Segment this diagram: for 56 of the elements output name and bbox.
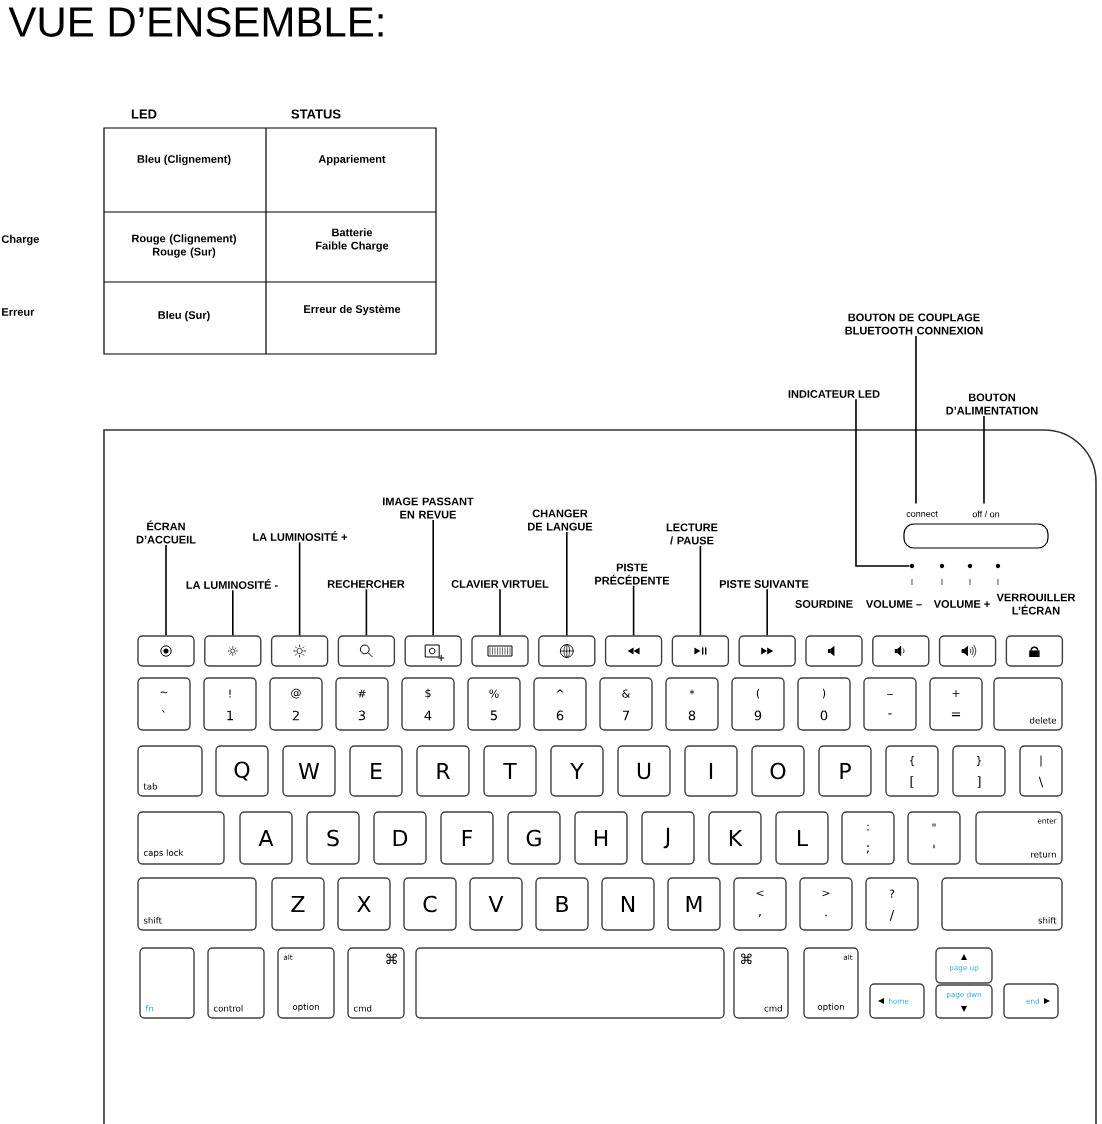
function-key <box>337 635 396 667</box>
leader-line <box>766 588 768 637</box>
function-key <box>604 635 663 667</box>
leader-line <box>983 415 985 505</box>
function-key <box>270 635 329 667</box>
key: K <box>708 811 762 865</box>
key: E <box>349 745 403 797</box>
function-key <box>738 635 796 667</box>
key: H <box>574 811 628 865</box>
key: G <box>507 811 561 865</box>
leader-line <box>165 544 167 637</box>
function-key <box>471 635 529 667</box>
leader-line <box>499 588 501 637</box>
key: W <box>282 745 336 797</box>
key: Z <box>271 877 325 931</box>
key: D <box>373 811 427 865</box>
leader-line <box>298 541 301 637</box>
function-key <box>538 635 596 667</box>
key: F <box>440 811 494 865</box>
key: B <box>535 877 589 931</box>
leader-line <box>232 589 234 637</box>
key: X <box>337 877 391 931</box>
leader-line <box>855 398 911 567</box>
key: A <box>239 811 293 865</box>
function-key <box>938 635 997 667</box>
led-light <box>909 563 915 569</box>
function-key <box>1005 635 1064 667</box>
leader-line <box>432 519 434 637</box>
key: I <box>684 745 738 797</box>
key: P <box>818 745 872 797</box>
key: Q <box>215 745 269 797</box>
leader-line <box>566 531 568 637</box>
function-key <box>404 635 462 667</box>
leader-line <box>632 585 635 637</box>
key: O <box>751 745 805 797</box>
key: S <box>306 811 360 865</box>
key: V <box>469 877 523 931</box>
leader-line <box>365 588 368 637</box>
key: L <box>775 811 829 865</box>
function-key <box>872 635 930 667</box>
key: M <box>667 877 721 931</box>
title: VUE D’ENSEMBLE: <box>8 7 383 37</box>
key: Y <box>550 745 604 797</box>
function-key <box>805 635 863 667</box>
key: C <box>403 877 457 931</box>
key: R <box>416 745 470 797</box>
key: U <box>617 745 671 797</box>
leader-line <box>699 545 702 637</box>
leader-line <box>915 335 917 505</box>
function-key <box>671 635 730 667</box>
space-bar <box>415 947 725 1019</box>
key: T <box>483 745 537 797</box>
key: N <box>601 877 655 931</box>
function-key <box>137 635 195 667</box>
function-key <box>204 635 262 667</box>
key: J <box>641 811 695 865</box>
